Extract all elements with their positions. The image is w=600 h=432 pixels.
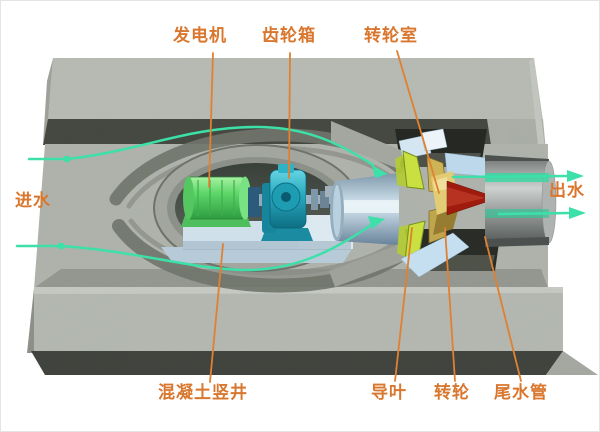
leader-lines <box>208 50 522 383</box>
generator-graphic <box>181 176 251 227</box>
label-generator: 发电机 <box>173 26 227 46</box>
label-runner-chamber: 转轮室 <box>364 26 418 46</box>
label-draft-tube: 尾水管 <box>494 383 548 403</box>
label-gearbox: 齿轮箱 <box>262 26 316 46</box>
label-runner: 转轮 <box>434 383 470 403</box>
turbine-assembly <box>329 121 557 287</box>
label-outlet: 出水 <box>549 181 585 201</box>
label-guide-vane: 导叶 <box>371 383 407 403</box>
label-inlet: 进水 <box>15 191 51 211</box>
gearbox-graphic <box>261 164 313 241</box>
label-concrete-shaft: 混凝土竖井 <box>158 383 248 403</box>
flow-arrows <box>15 125 586 272</box>
draft-tube-graphic <box>485 155 557 247</box>
